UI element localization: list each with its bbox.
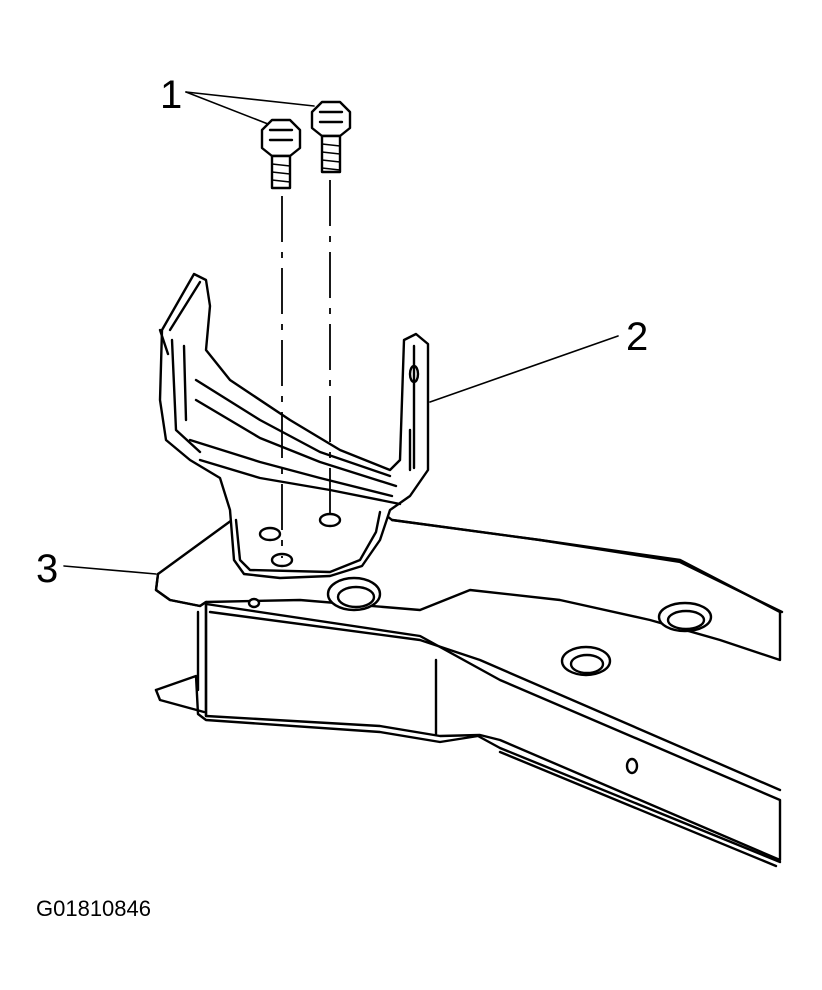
callout-2-leader — [429, 335, 619, 403]
callout-3: 3 — [36, 547, 58, 591]
callout-1-leader — [185, 91, 315, 107]
bracket-icon — [158, 272, 430, 580]
callout-1-leader — [185, 91, 269, 125]
callout-2: 2 — [626, 315, 648, 359]
frame-rail-icon — [154, 510, 784, 868]
figure-id: G01810846 — [36, 896, 151, 921]
callout-3-leader — [63, 565, 157, 575]
callout-1: 1 — [160, 73, 182, 117]
hex-bolt-icon — [260, 100, 352, 190]
